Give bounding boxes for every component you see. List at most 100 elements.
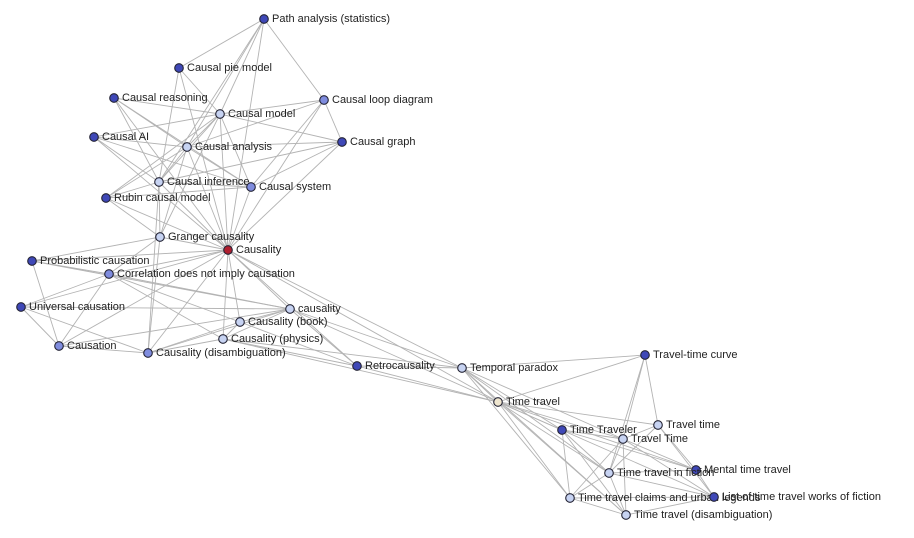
- node-causal-system[interactable]: Causal system: [246, 181, 331, 193]
- node-label-causality-book: Causality (book): [248, 316, 327, 328]
- edge-time-travel-claims-list-of-time-travel-works: [569, 496, 715, 499]
- node-causality-lower[interactable]: causality: [285, 303, 342, 315]
- edge-causality-lower-causality-physics: [222, 308, 291, 340]
- node-marker-list-of-time-travel-works[interactable]: [709, 492, 719, 502]
- node-marker-causality-disambiguation[interactable]: [143, 348, 153, 358]
- node-marker-causal-model[interactable]: [215, 109, 225, 119]
- node-time-travel-disambiguation[interactable]: Time travel (disambiguation): [621, 509, 773, 521]
- node-marker-time-travel-claims[interactable]: [565, 493, 575, 503]
- node-path-analysis[interactable]: Path analysis (statistics): [259, 13, 390, 25]
- edge-time-travel-claims-time-travel-disambiguation: [569, 497, 627, 516]
- edge-correlation-causation-causality-lower: [108, 273, 291, 310]
- edge-causal-reasoning-causal-system: [113, 97, 252, 188]
- edge-causal-analysis-causal-system: [186, 146, 252, 188]
- edge-causal-inference-causality-disambiguation: [147, 181, 160, 354]
- node-time-travel[interactable]: Time travel: [493, 396, 560, 408]
- node-travel-time[interactable]: Travel time: [653, 419, 720, 431]
- node-causal-ai[interactable]: Causal AI: [89, 131, 149, 143]
- node-marker-mental-time-travel[interactable]: [691, 465, 701, 475]
- node-marker-time-traveler[interactable]: [557, 425, 567, 435]
- node-causality[interactable]: Causality: [223, 244, 282, 256]
- node-causal-graph[interactable]: Causal graph: [337, 136, 416, 148]
- node-list-of-time-travel-works[interactable]: List of time travel works of fiction: [709, 491, 881, 503]
- node-causal-reasoning[interactable]: Causal reasoning: [109, 92, 208, 104]
- node-probabilistic-causation[interactable]: Probabilistic causation: [27, 255, 150, 267]
- node-marker-causal-pie-model[interactable]: [174, 63, 184, 73]
- node-mental-time-travel[interactable]: Mental time travel: [691, 464, 791, 476]
- edge-correlation-causation-causality-book: [108, 273, 241, 323]
- node-marker-causation[interactable]: [54, 341, 64, 351]
- node-label-list-of-time-travel-works: List of time travel works of fiction: [722, 491, 881, 503]
- node-temporal-paradox[interactable]: Temporal paradox: [457, 362, 559, 374]
- node-marker-causal-ai[interactable]: [89, 132, 99, 142]
- node-label-time-travel: Time travel: [506, 396, 560, 408]
- node-label-causality: Causality: [236, 244, 282, 256]
- edge-causation-causality-lower: [58, 308, 291, 347]
- node-marker-causality-physics[interactable]: [218, 334, 228, 344]
- node-label-temporal-paradox: Temporal paradox: [470, 362, 559, 374]
- node-marker-travel-time-curve[interactable]: [640, 350, 650, 360]
- node-causality-physics[interactable]: Causality (physics): [218, 333, 324, 345]
- edge-causality-lower-temporal-paradox: [289, 308, 463, 369]
- node-travel-time-caps[interactable]: Travel Time: [618, 433, 688, 445]
- node-marker-time-travel[interactable]: [493, 397, 503, 407]
- node-marker-correlation-causation[interactable]: [104, 269, 114, 279]
- node-marker-temporal-paradox[interactable]: [457, 363, 467, 373]
- node-marker-causal-analysis[interactable]: [182, 142, 192, 152]
- node-label-universal-causation: Universal causation: [29, 301, 125, 313]
- node-correlation-causation[interactable]: Correlation does not imply causation: [104, 268, 295, 280]
- node-label-probabilistic-causation: Probabilistic causation: [40, 255, 149, 267]
- node-causality-book[interactable]: Causality (book): [235, 316, 328, 328]
- node-marker-time-travel-in-fiction[interactable]: [604, 468, 614, 478]
- node-marker-time-travel-disambiguation[interactable]: [621, 510, 631, 520]
- node-causality-disambiguation[interactable]: Causality (disambiguation): [143, 347, 286, 359]
- node-causal-pie-model[interactable]: Causal pie model: [174, 62, 272, 74]
- node-causation[interactable]: Causation: [54, 340, 117, 352]
- node-marker-causal-graph[interactable]: [337, 137, 347, 147]
- edge-causal-analysis-causal-inference: [158, 146, 188, 183]
- edge-temporal-paradox-time-traveler: [461, 367, 563, 431]
- node-label-granger-causality: Granger causality: [168, 231, 255, 243]
- edge-causal-analysis-rubin-causal-model: [105, 146, 188, 199]
- node-marker-retrocausality[interactable]: [352, 361, 362, 371]
- node-travel-time-curve[interactable]: Travel-time curve: [640, 349, 738, 361]
- node-granger-causality[interactable]: Granger causality: [155, 231, 255, 243]
- node-label-time-travel-disambiguation: Time travel (disambiguation): [634, 509, 772, 521]
- node-marker-causality-lower[interactable]: [285, 304, 295, 314]
- node-marker-granger-causality[interactable]: [155, 232, 165, 242]
- edge-causal-reasoning-causal-inference: [113, 97, 160, 183]
- node-marker-causal-loop-diagram[interactable]: [319, 95, 329, 105]
- edge-causality-causal-analysis: [186, 146, 229, 251]
- node-causal-analysis[interactable]: Causal analysis: [182, 141, 273, 153]
- node-causal-model[interactable]: Causal model: [215, 108, 296, 120]
- node-label-path-analysis: Path analysis (statistics): [272, 13, 390, 25]
- node-marker-rubin-causal-model[interactable]: [101, 193, 111, 203]
- node-marker-path-analysis[interactable]: [259, 14, 269, 24]
- node-rubin-causal-model[interactable]: Rubin causal model: [101, 192, 211, 204]
- node-causal-inference[interactable]: Causal inference: [154, 176, 250, 188]
- edge-temporal-paradox-travel-time-caps: [461, 367, 624, 440]
- node-label-causal-loop-diagram: Causal loop diagram: [332, 94, 433, 106]
- node-marker-travel-time-caps[interactable]: [618, 434, 628, 444]
- node-label-travel-time: Travel time: [666, 419, 720, 431]
- node-marker-causality[interactable]: [223, 245, 233, 255]
- node-retrocausality[interactable]: Retrocausality: [352, 360, 435, 372]
- edge-travel-time-caps-list-of-time-travel-works: [622, 438, 715, 498]
- node-marker-universal-causation[interactable]: [16, 302, 26, 312]
- node-marker-causal-inference[interactable]: [154, 177, 164, 187]
- node-marker-causal-system[interactable]: [246, 182, 256, 192]
- edge-causality-probabilistic-causation: [31, 249, 229, 262]
- node-universal-causation[interactable]: Universal causation: [16, 301, 125, 313]
- node-marker-causality-book[interactable]: [235, 317, 245, 327]
- edge-causal-loop-diagram-causal-graph: [323, 99, 343, 143]
- edge-temporal-paradox-time-travel-claims: [461, 367, 571, 499]
- node-marker-causal-reasoning[interactable]: [109, 93, 119, 103]
- node-time-travel-in-fiction[interactable]: Time travel in fiction: [604, 467, 715, 479]
- edge-travel-time-curve-time-travel: [497, 354, 646, 403]
- edge-causality-correlation-causation: [108, 249, 229, 275]
- node-causal-loop-diagram[interactable]: Causal loop diagram: [319, 94, 433, 106]
- edge-granger-causality-correlation-causation: [108, 236, 161, 275]
- node-marker-probabilistic-causation[interactable]: [27, 256, 37, 266]
- node-time-traveler[interactable]: Time Traveler: [557, 424, 637, 436]
- node-marker-travel-time[interactable]: [653, 420, 663, 430]
